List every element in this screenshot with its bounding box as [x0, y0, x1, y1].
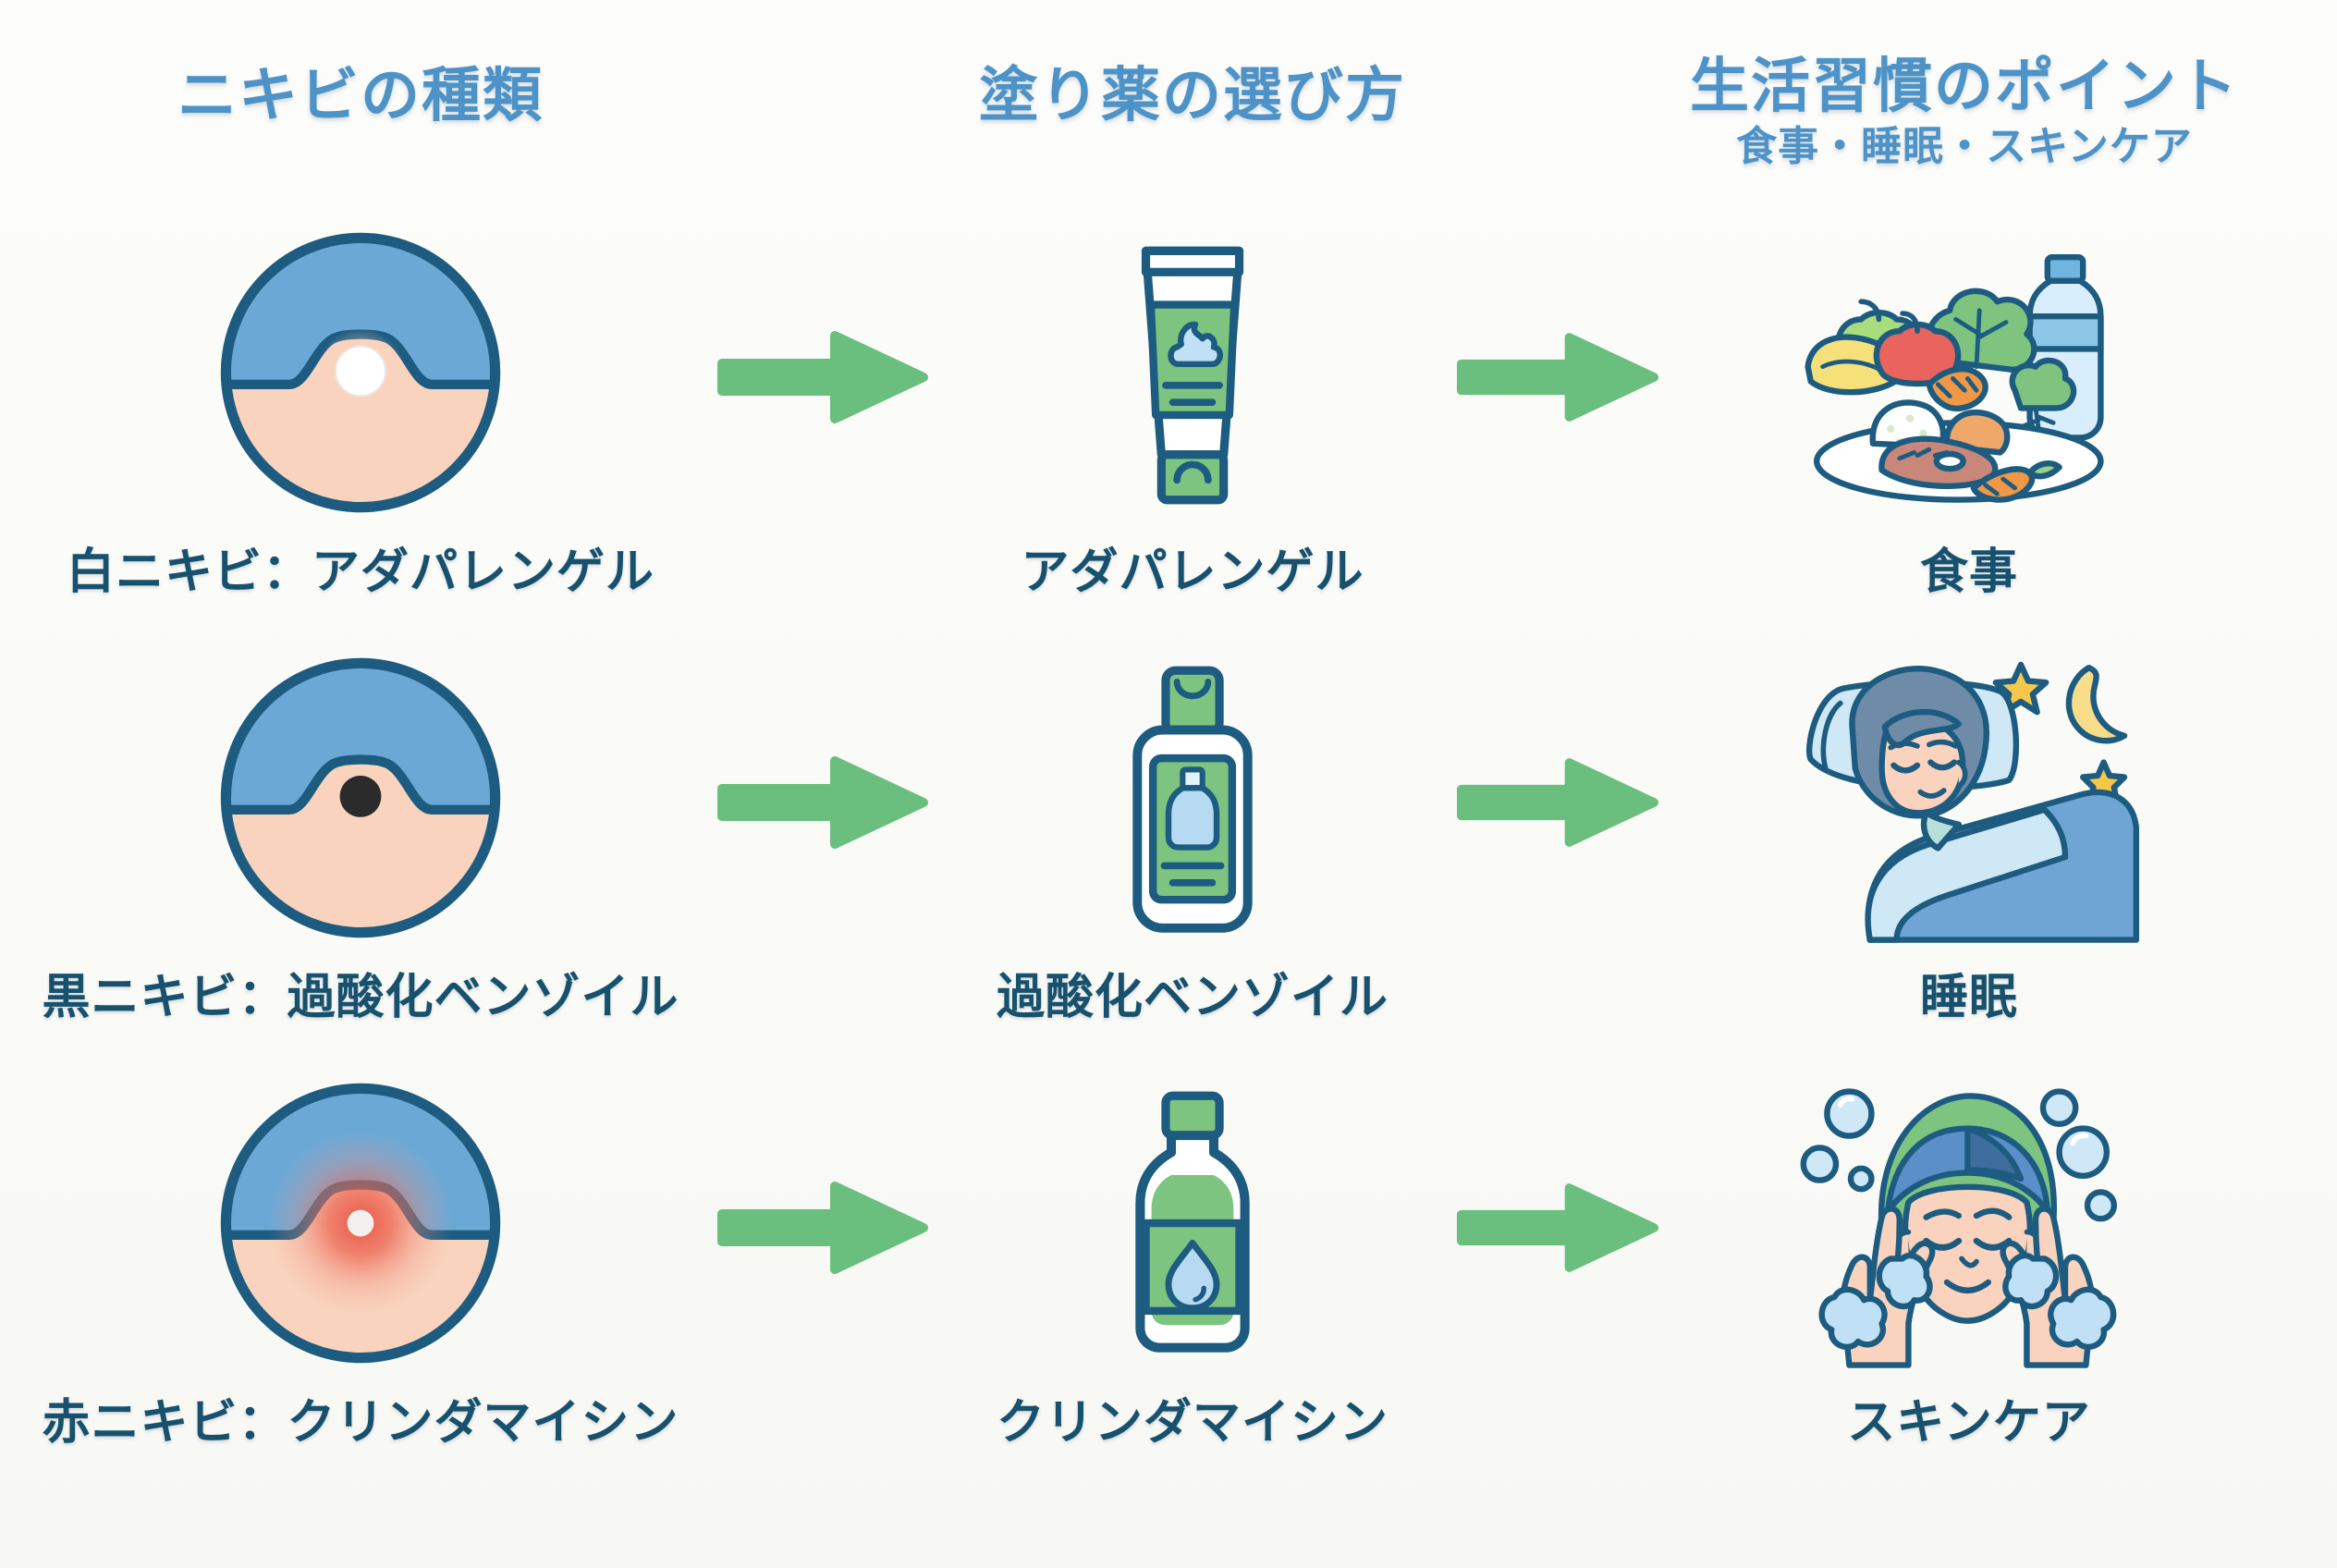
column-title: 塗り薬の選び方: [979, 62, 1406, 129]
lifestyle-label: スキンケア: [1847, 1396, 2091, 1450]
sleeping-person-icon: [1664, 645, 2274, 950]
right-arrow-icon: [1442, 738, 1673, 867]
lifestyle-label: 睡眠: [1919, 971, 2018, 1024]
right-arrow-icon: [703, 312, 943, 442]
inflamed-acne-icon: [28, 1071, 693, 1376]
acne-type-cell: 白ニキビ：アダパレンゲル: [28, 220, 693, 645]
acne-type-label: 黒ニキビ：過酸化ベンゾイル: [42, 971, 679, 1024]
right-arrow-icon: [703, 738, 943, 867]
right-arrow-icon: [1442, 312, 1673, 442]
column-subtitle: 食事・睡眠・スキンケア: [1736, 123, 2193, 169]
table-row: 黒ニキビ：過酸化ベンゾイル: [0, 645, 2337, 1071]
right-arrow-icon: [1442, 1163, 1673, 1292]
cream-tube-icon: [943, 220, 1442, 525]
lotion-bottle-icon: [943, 645, 1442, 950]
lifestyle-label: 食事: [1919, 545, 2018, 599]
lifestyle-cell: 睡眠: [1664, 645, 2274, 1071]
column-header-topical-choice: 塗り薬の選び方: [924, 62, 1461, 129]
liquid-bottle-icon: [943, 1071, 1442, 1376]
medication-cell: アダパレンゲル: [943, 220, 1442, 645]
acne-type-label: 白ニキビ：アダパレンゲル: [66, 545, 655, 599]
lifestyle-cell: 食事: [1664, 220, 2274, 645]
medication-cell: 過酸化ベンゾイル: [943, 645, 1442, 1071]
medication-cell: クリンダマイシン: [943, 1071, 1442, 1496]
column-header-acne-types: ニキビの種類: [55, 62, 666, 129]
medication-label: アダパレンゲル: [1021, 545, 1364, 599]
column-header-lifestyle-points: 生活習慣のポイント 食事・睡眠・スキンケア: [1627, 55, 2302, 169]
lifestyle-cell: スキンケア: [1664, 1071, 2274, 1496]
acne-type-cell: 黒ニキビ：過酸化ベンゾイル: [28, 645, 693, 1071]
whitehead-acne-icon: [28, 220, 693, 525]
column-header-row: ニキビの種類 塗り薬の選び方 生活習慣のポイント 食事・睡眠・スキンケア: [0, 55, 2337, 213]
acne-type-cell: 赤ニキビ：クリンダマイシン: [28, 1071, 693, 1496]
medication-label: クリンダマイシン: [996, 1396, 1389, 1450]
healthy-meal-icon: [1664, 220, 2274, 525]
face-washing-icon: [1664, 1071, 2274, 1376]
column-title: ニキビの種類: [177, 62, 544, 129]
acne-type-label: 赤ニキビ：クリンダマイシン: [42, 1396, 679, 1450]
column-title: 生活習慣のポイント: [1690, 53, 2239, 119]
right-arrow-icon: [703, 1163, 943, 1292]
blackhead-acne-icon: [28, 645, 693, 950]
medication-label: 過酸化ベンゾイル: [996, 971, 1389, 1024]
table-row: 赤ニキビ：クリンダマイシン: [0, 1071, 2337, 1496]
table-row: 白ニキビ：アダパレンゲル: [0, 220, 2337, 645]
